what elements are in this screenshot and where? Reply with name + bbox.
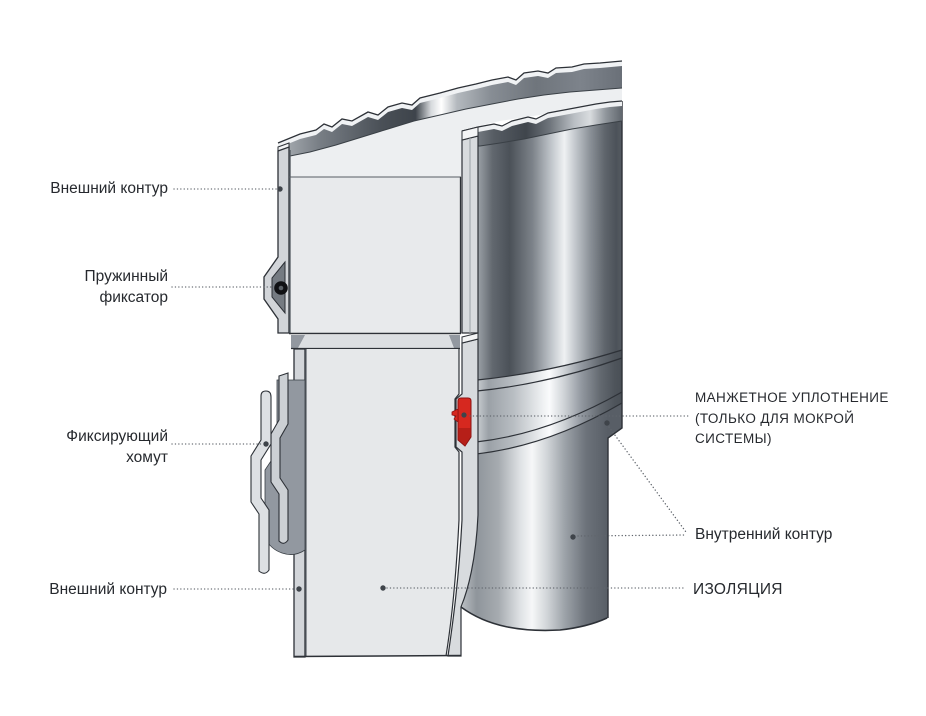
leader-inner-contour-horizontal xyxy=(577,534,687,537)
callout-inner-contour: Внутренний контур xyxy=(695,524,832,545)
clamp-strip-back xyxy=(270,372,289,544)
callout-fixing-clamp: Фиксирующий хомут xyxy=(66,426,168,468)
joint-rim-band xyxy=(291,335,460,348)
dot-fixing-clamp xyxy=(263,441,269,447)
callout-text: (ТОЛЬКО ДЛЯ МОКРОЙ xyxy=(695,410,855,426)
bottom-edge-line xyxy=(293,654,462,658)
inner-pipe-torn-edge-highlight xyxy=(462,101,622,136)
dot-inner-contour-bottom xyxy=(570,534,576,540)
inner-pipe-lower-surface xyxy=(462,403,622,631)
dot-outer-top xyxy=(277,186,283,192)
inner-pipe-cut-cap-upper xyxy=(461,126,479,141)
callout-text: Внутренний контур xyxy=(695,526,833,543)
insulation-top-face xyxy=(279,87,622,177)
inner-pipe-right-edge xyxy=(607,101,623,618)
joint-rim-left-shade xyxy=(291,335,305,348)
callout-insulation: ИЗОЛЯЦИЯ xyxy=(693,579,783,600)
callout-text: СИСТЕМЫ) xyxy=(695,431,772,446)
callout-spring-latch: Пружинный фиксатор xyxy=(85,266,168,308)
outer-torn-bottom-line xyxy=(278,87,623,159)
callout-text: Внешний контур xyxy=(49,581,167,598)
outer-casing-torn-edge xyxy=(278,61,622,158)
inner-pipe-upper-surface xyxy=(477,121,622,380)
inner-torn-outline xyxy=(461,100,623,132)
callout-outer-contour-top: Внешний контур xyxy=(50,178,168,199)
dot-inner-contour-top xyxy=(604,420,610,426)
clamp-strip-front xyxy=(250,390,272,574)
inner-pipe-torn-edge xyxy=(462,101,622,146)
spring-latch-ring-center xyxy=(278,285,284,291)
dot-cuff-seal xyxy=(461,412,467,418)
callout-text: Внешний контур xyxy=(50,180,168,197)
dot-outer-bottom xyxy=(296,586,302,592)
socket-seam-lines xyxy=(475,349,623,455)
inner-pipe-bottom-arc xyxy=(460,606,608,632)
callout-text: Фиксирующий xyxy=(66,428,168,445)
callout-text: МАНЖЕТНОЕ УПЛОТНЕНИЕ xyxy=(695,390,889,405)
insulation-front-face-upper xyxy=(291,177,460,333)
callout-text: Пружинный xyxy=(84,268,168,285)
cuff-seal-tab xyxy=(451,408,459,423)
outer-torn-outline xyxy=(277,60,623,144)
cuff-seal-gasket-shade xyxy=(458,428,471,446)
dot-insulation xyxy=(380,585,386,591)
leader-lines xyxy=(171,188,690,590)
leader-inner-contour-diagonal xyxy=(608,426,687,533)
face-right-edge-lower xyxy=(445,349,460,657)
callout-text: фиксатор xyxy=(99,289,168,306)
callout-text: хомут xyxy=(126,449,168,466)
inner-torn-bottom-line xyxy=(462,120,623,147)
joint-rim-right-shade xyxy=(449,335,460,348)
inner-pipe-cut-cap-lower xyxy=(461,332,479,344)
leader-dots xyxy=(263,186,610,592)
callout-text: ИЗОЛЯЦИЯ xyxy=(693,581,783,598)
insulation-front-face-lower xyxy=(307,349,459,656)
callout-outer-contour-bottom: Внешний контур xyxy=(49,579,167,600)
callout-cuff-seal: МАНЖЕТНОЕ УПЛОТНЕНИЕ (ТОЛЬКО ДЛЯ МОКРОЙ … xyxy=(695,388,889,450)
